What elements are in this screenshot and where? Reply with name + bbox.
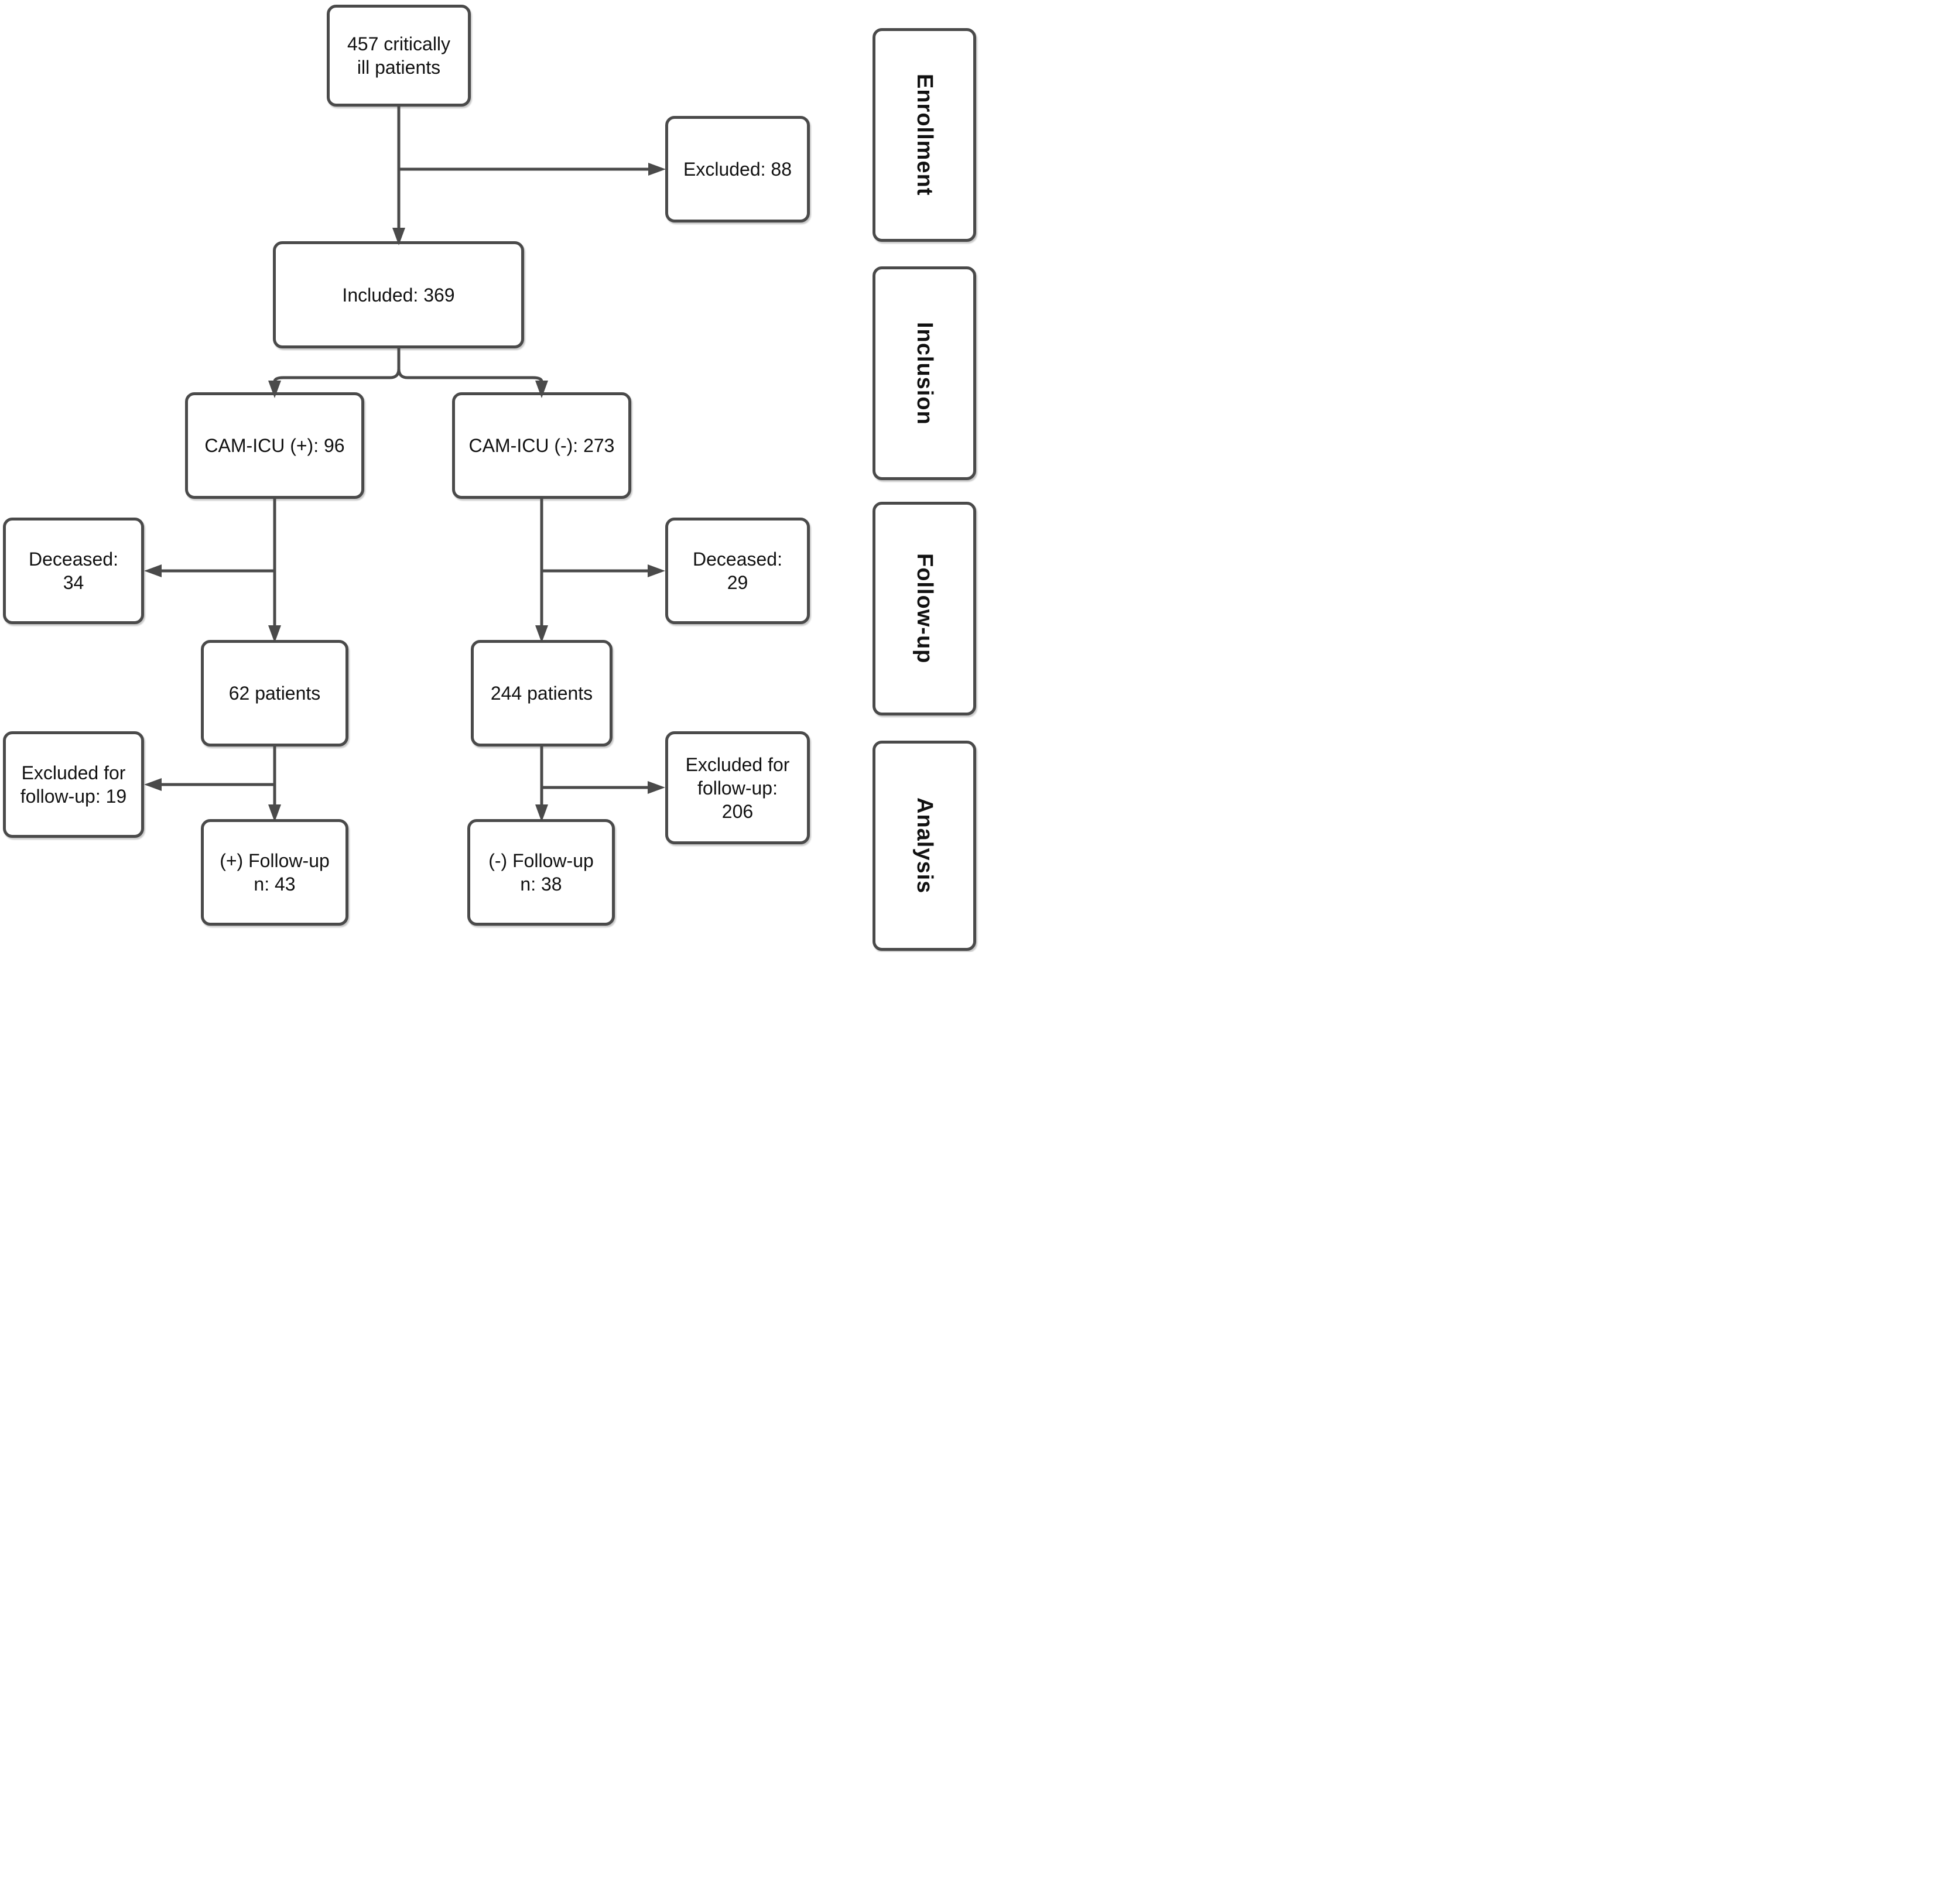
arrow-244-patients-to-followup-negative xyxy=(535,746,548,822)
arrow-cam-negative-to-244-patients xyxy=(535,499,548,643)
node-cam-icu-negative: CAM-ICU (-): 273 xyxy=(452,392,631,499)
node-included: Included: 369 xyxy=(273,241,524,348)
arrow-cam-positive-to-deceased xyxy=(144,564,275,577)
patient-flow-diagram: 457 critically ill patients Excluded: 88… xyxy=(0,0,978,952)
stage-analysis: Analysis xyxy=(873,741,976,951)
stage-inclusion: Inclusion xyxy=(873,266,976,480)
arrow-244-patients-to-excluded-followup xyxy=(542,781,665,794)
node-followup-positive: (+) Follow-up n: 43 xyxy=(201,819,348,926)
node-244-patients: 244 patients xyxy=(471,640,613,746)
node-critically-ill-patients: 457 critically ill patients xyxy=(327,5,471,107)
node-deceased-positive: Deceased: 34 xyxy=(3,518,144,624)
arrow-cam-positive-to-62-patients xyxy=(268,499,281,643)
stage-followup: Follow-up xyxy=(873,502,976,715)
stage-enrollment: Enrollment xyxy=(873,28,976,242)
node-followup-negative: (-) Follow-up n: 38 xyxy=(467,819,615,926)
arrow-62-patients-to-followup-positive xyxy=(268,746,281,822)
node-excluded: Excluded: 88 xyxy=(665,116,810,222)
arrow-included-to-cam-icu-positive xyxy=(268,348,401,398)
node-excluded-followup-negative: Excluded for follow-up: 206 xyxy=(665,731,810,844)
node-cam-icu-positive: CAM-ICU (+): 96 xyxy=(185,392,364,499)
arrow-enrolled-to-included xyxy=(392,107,405,245)
stage-analysis-label: Analysis xyxy=(912,797,937,894)
node-deceased-negative: Deceased: 29 xyxy=(665,518,810,624)
stage-followup-label: Follow-up xyxy=(912,553,937,664)
arrow-62-patients-to-excluded-followup xyxy=(144,778,275,791)
arrow-enrolled-to-excluded xyxy=(399,163,666,176)
arrow-included-to-cam-icu-negative xyxy=(397,348,548,398)
stage-enrollment-label: Enrollment xyxy=(912,74,937,196)
node-excluded-followup-positive: Excluded for follow-up: 19 xyxy=(3,731,144,838)
stage-inclusion-label: Inclusion xyxy=(912,321,937,425)
node-62-patients: 62 patients xyxy=(201,640,348,746)
arrow-cam-negative-to-deceased xyxy=(542,564,665,577)
